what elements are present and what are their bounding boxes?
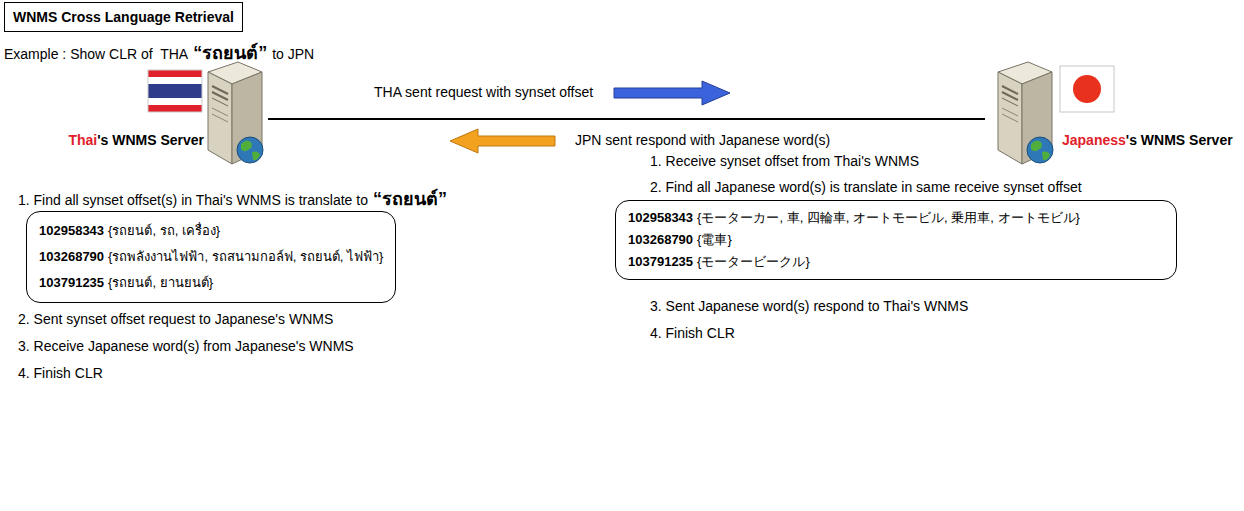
example-text: to JPN bbox=[272, 46, 314, 62]
thai-flag bbox=[148, 70, 202, 112]
step-text: 3. Sent Japanese word(s) respond to Thai… bbox=[650, 298, 968, 314]
server-label: Japaness's WNMS Server bbox=[1062, 132, 1233, 148]
synset-words: {รถพลังงานไฟฟ้า, รถสนามกอล์ฟ, รถยนต์, ไฟ… bbox=[108, 244, 383, 270]
server-node: Thai's WNMS Server bbox=[58, 56, 268, 168]
synset-offset: 102958343 bbox=[628, 207, 693, 229]
server-icon bbox=[998, 62, 1053, 164]
step-text: 2. Find all Japanese word(s) is translat… bbox=[650, 179, 1082, 195]
synset-line: 103791235{モータービークル} bbox=[628, 251, 1164, 273]
example-text: Example : Show CLR of THA bbox=[4, 46, 188, 62]
japan-flag bbox=[1060, 66, 1114, 112]
link-line bbox=[268, 119, 985, 120]
query-word: “รถยนต์” bbox=[193, 38, 267, 67]
step-text: 1. Receive synset offset from Thai's WNM… bbox=[650, 153, 919, 169]
label-row: 3. Receive Japanese word(s) from Japanes… bbox=[18, 338, 354, 354]
label-row: 1. Find all synset offset(s) in Thai's W… bbox=[18, 184, 452, 213]
diagram-title: WNMS Cross Language Retrieval bbox=[13, 9, 234, 25]
synset-offset: 103791235 bbox=[628, 251, 693, 273]
label-row: THA sent request with synset offset bbox=[372, 84, 595, 100]
step-text: 3. Receive Japanese word(s) from Japanes… bbox=[18, 338, 354, 354]
synset-offset: 103268790 bbox=[39, 244, 104, 270]
step-text: 1. Find all synset offset(s) in Thai's W… bbox=[18, 192, 368, 208]
label-row: JPN sent respond with Japanese word(s) bbox=[573, 132, 832, 148]
server-name: 's WNMS Server bbox=[1126, 132, 1233, 148]
label-row: 2. Sent synset offset request to Japanes… bbox=[18, 311, 333, 327]
synset-line: 103791235{รถยนต์, ยานยนต์} bbox=[39, 270, 383, 296]
request-label: THA sent request with synset offset bbox=[372, 84, 595, 100]
respond-label: JPN sent respond with Japanese word(s) bbox=[573, 132, 832, 148]
server-label: Thai's WNMS Server bbox=[68, 132, 204, 148]
label-row: 2. Find all Japanese word(s) is translat… bbox=[650, 179, 1082, 195]
synset-words: {รถยนต์, รถ, เครื่อง} bbox=[108, 218, 220, 244]
synset-line: 103268790{รถพลังงานไฟฟ้า, รถสนามกอล์ฟ, ร… bbox=[39, 244, 383, 270]
label-row: 1. Receive synset offset from Thai's WNM… bbox=[650, 153, 919, 169]
synset-list-box: 102958343{รถยนต์, รถ, เครื่อง}103268790{… bbox=[26, 211, 396, 303]
synset-offset: 103791235 bbox=[39, 270, 104, 296]
synset-line: 102958343{モーターカー, 車, 四輪車, オートモービル, 乗用車, … bbox=[628, 207, 1164, 229]
request-arrow bbox=[614, 81, 730, 105]
synset-offset: 103268790 bbox=[628, 229, 693, 251]
server-country: Thai bbox=[68, 132, 97, 148]
synset-offset: 102958343 bbox=[39, 218, 104, 244]
query-word: “รถยนต์” bbox=[373, 184, 447, 213]
title-box: WNMS Cross Language Retrieval bbox=[4, 2, 243, 32]
server-country: Japaness bbox=[1062, 132, 1126, 148]
synset-words: {電車} bbox=[697, 229, 732, 251]
synset-words: {モーターカー, 車, 四輪車, オートモービル, 乗用車, オートモビル} bbox=[697, 207, 1080, 229]
synset-words: {モータービークル} bbox=[697, 251, 810, 273]
respond-arrow bbox=[450, 129, 555, 153]
server-node: Japaness's WNMS Server bbox=[985, 56, 1237, 168]
synset-line: 102958343{รถยนต์, รถ, เครื่อง} bbox=[39, 218, 383, 244]
label-row: Example : Show CLR of THA “รถยนต์” to JPN bbox=[4, 38, 314, 67]
label-row: 3. Sent Japanese word(s) respond to Thai… bbox=[650, 298, 968, 314]
step-text: 2. Sent synset offset request to Japanes… bbox=[18, 311, 333, 327]
label-row: 4. Finish CLR bbox=[650, 325, 735, 341]
synset-list-box: 102958343{モーターカー, 車, 四輪車, オートモービル, 乗用車, … bbox=[615, 200, 1177, 280]
server-name: 's WNMS Server bbox=[97, 132, 204, 148]
label-row: 4. Finish CLR bbox=[18, 365, 103, 381]
synset-line: 103268790{電車} bbox=[628, 229, 1164, 251]
step-text: 4. Finish CLR bbox=[650, 325, 735, 341]
server-icon bbox=[208, 62, 263, 164]
synset-words: {รถยนต์, ยานยนต์} bbox=[108, 270, 213, 296]
step-text: 4. Finish CLR bbox=[18, 365, 103, 381]
